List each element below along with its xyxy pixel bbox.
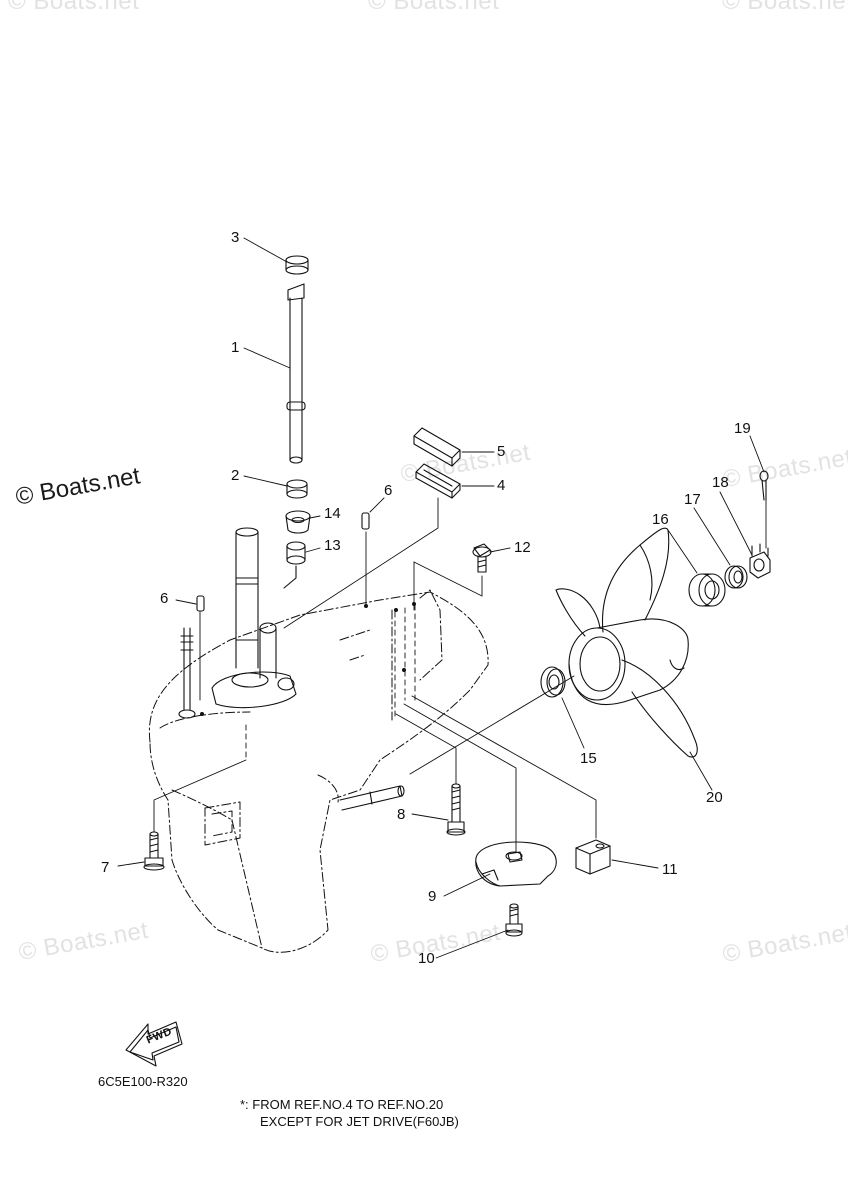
part-12-bolt bbox=[472, 543, 492, 573]
watermark: © Boats.net bbox=[368, 0, 500, 15]
footnote: *: FROM REF.NO.4 TO REF.NO.20 EXCEPT FOR… bbox=[240, 1096, 459, 1130]
part-16-spacer bbox=[688, 573, 726, 607]
callout-6-lower: 6 bbox=[160, 590, 169, 607]
lower-casing-dashed-hidden-lines bbox=[245, 604, 416, 761]
shift-rod bbox=[178, 627, 196, 719]
part-7-bolt bbox=[143, 831, 165, 871]
footnote-line-1: *: FROM REF.NO.4 TO REF.NO.20 bbox=[240, 1097, 444, 1112]
part-19-cotter-pin bbox=[759, 470, 769, 501]
callout-3: 3 bbox=[231, 229, 240, 246]
part-8-bolt bbox=[446, 783, 466, 836]
callout-2: 2 bbox=[231, 467, 240, 484]
part-15-thrust-washer bbox=[540, 666, 566, 698]
lower-casing-outline bbox=[148, 589, 489, 953]
callout-17: 17 bbox=[684, 491, 701, 508]
callout-7: 7 bbox=[101, 859, 110, 876]
water-pump-housing bbox=[211, 622, 297, 709]
part-1-water-tube bbox=[286, 283, 306, 464]
callout-11: 11 bbox=[662, 861, 678, 878]
callout-20: 20 bbox=[706, 789, 723, 806]
leader-lines bbox=[117, 237, 767, 959]
part-14-seal bbox=[285, 510, 311, 534]
casing-hole-markers bbox=[200, 602, 416, 716]
watermark: © Boats.net bbox=[722, 0, 848, 15]
callout-4: 4 bbox=[497, 477, 506, 494]
callout-13: 13 bbox=[324, 537, 341, 554]
callout-1: 1 bbox=[231, 339, 240, 356]
part-4-rubber-seal bbox=[415, 463, 461, 499]
part-20-propeller bbox=[555, 527, 698, 758]
callout-9: 9 bbox=[428, 888, 437, 905]
callout-16: 16 bbox=[652, 511, 669, 528]
part-5-rubber-seal bbox=[413, 427, 461, 467]
watermark: © Boats.net bbox=[8, 0, 140, 15]
part-17-washer bbox=[724, 565, 748, 589]
callout-14: 14 bbox=[324, 505, 341, 522]
part-18-propeller-nut bbox=[749, 543, 771, 579]
callout-19: 19 bbox=[734, 420, 751, 437]
part-11-anode bbox=[575, 839, 611, 875]
propeller-shaft bbox=[339, 785, 405, 811]
callout-10: 10 bbox=[418, 950, 435, 967]
callout-18: 18 bbox=[712, 474, 729, 491]
callout-5: 5 bbox=[497, 443, 506, 460]
part-10-screw bbox=[505, 903, 523, 937]
callout-12: 12 bbox=[514, 539, 531, 556]
part-2-grommet bbox=[286, 479, 308, 499]
callout-8: 8 bbox=[397, 806, 406, 823]
callout-15: 15 bbox=[580, 750, 597, 767]
part-13-collar bbox=[283, 541, 306, 589]
drive-shaft bbox=[235, 527, 259, 669]
callout-6: 6 bbox=[384, 482, 393, 499]
diagram-code: 6C5E100-R320 bbox=[98, 1074, 188, 1089]
part-3-grommet bbox=[285, 255, 309, 275]
fwd-arrow-outline bbox=[125, 1021, 183, 1067]
part-9-trim-tab bbox=[475, 841, 557, 887]
footnote-line-2: EXCEPT FOR JET DRIVE(F60JB) bbox=[260, 1114, 459, 1129]
part-6-dowel-pin bbox=[196, 512, 370, 612]
